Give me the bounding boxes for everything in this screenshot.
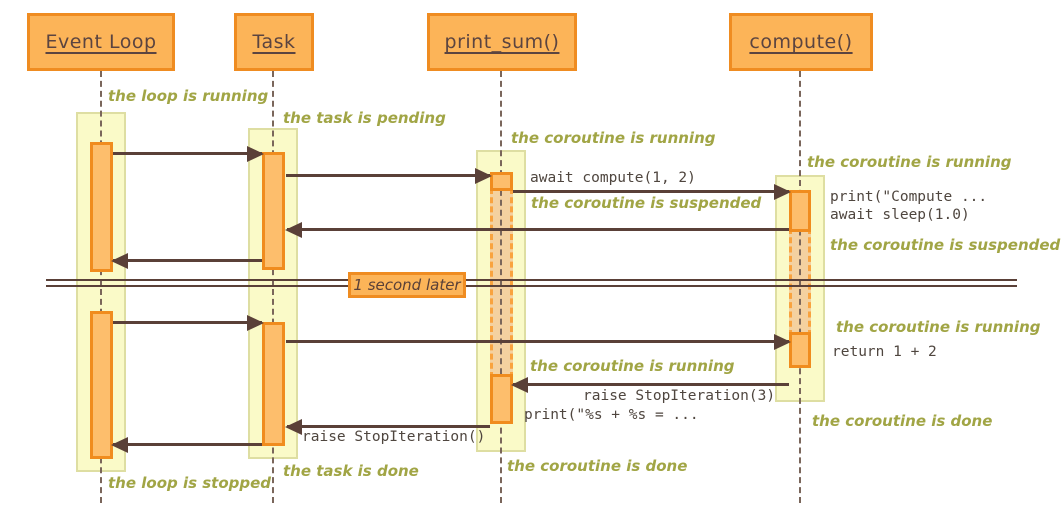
note-task-done: the task is done	[283, 462, 419, 480]
arrow-printsum-to-task	[285, 418, 490, 435]
participant-task-label: Task	[252, 31, 296, 53]
activation-task-2	[262, 322, 285, 446]
participant-compute-label: compute()	[749, 31, 853, 53]
divider-line-bottom	[46, 285, 1017, 287]
message-raise-stopiteration-3: raise StopIteration(3)	[583, 388, 776, 404]
note-compute-suspended: the coroutine is suspended	[830, 236, 1061, 254]
divider-label-box: 1 second later	[348, 272, 466, 298]
divider-label: 1 second later	[353, 276, 461, 294]
note-compute-done: the coroutine is done	[812, 412, 993, 430]
lifeline-print-sum	[500, 71, 502, 503]
arrow-task-to-compute	[286, 333, 791, 350]
message-print-format: print("%s + %s = ...	[524, 407, 699, 423]
arrow-compute-to-printsum	[511, 376, 789, 393]
message-print-compute: print("Compute ...	[830, 189, 988, 205]
divider-line-top	[46, 279, 1017, 281]
participant-compute: compute()	[729, 13, 873, 71]
participant-print-sum: print_sum()	[427, 13, 577, 71]
arrow-compute-to-task	[285, 221, 789, 238]
arrow-task-to-loop-2	[111, 436, 262, 453]
activation-task-1	[262, 152, 285, 270]
arrow-loop-to-task-1	[113, 145, 264, 162]
activation-event-loop-2	[90, 311, 113, 459]
arrow-loop-to-task-2	[113, 314, 264, 331]
activation-print-sum-1	[490, 172, 513, 191]
arrow-task-to-loop-1	[111, 252, 262, 269]
lifeline-task	[272, 71, 274, 503]
participant-task: Task	[234, 13, 314, 71]
message-await-sleep: await sleep(1.0)	[830, 207, 970, 223]
activation-compute-2	[789, 332, 811, 368]
lifeline-event-loop	[100, 71, 102, 503]
note-printsum-suspended: the coroutine is suspended	[531, 194, 762, 212]
arrow-printsum-to-compute	[513, 183, 791, 200]
note-compute-running-2: the coroutine is running	[836, 318, 1041, 336]
note-task-pending: the task is pending	[283, 109, 446, 127]
activation-compute-1	[789, 190, 811, 232]
note-loop-running: the loop is running	[108, 87, 269, 105]
message-raise-stopiteration: raise StopIteration()	[302, 429, 486, 445]
participant-event-loop: Event Loop	[27, 13, 175, 71]
message-await-compute: await compute(1, 2)	[530, 170, 696, 186]
note-compute-running-1: the coroutine is running	[807, 153, 1012, 171]
message-return-sum: return 1 + 2	[832, 344, 937, 360]
note-loop-stopped: the loop is stopped	[108, 474, 272, 492]
note-printsum-running-1: the coroutine is running	[511, 129, 716, 147]
arrow-task-to-printsum-1	[286, 167, 492, 184]
participant-print-sum-label: print_sum()	[444, 31, 560, 53]
activation-print-sum-2	[490, 374, 513, 424]
note-printsum-done: the coroutine is done	[507, 457, 688, 475]
participant-event-loop-label: Event Loop	[45, 31, 157, 53]
note-printsum-running-2: the coroutine is running	[530, 357, 735, 375]
activation-event-loop-1	[90, 142, 113, 272]
lifeline-compute	[799, 71, 801, 503]
